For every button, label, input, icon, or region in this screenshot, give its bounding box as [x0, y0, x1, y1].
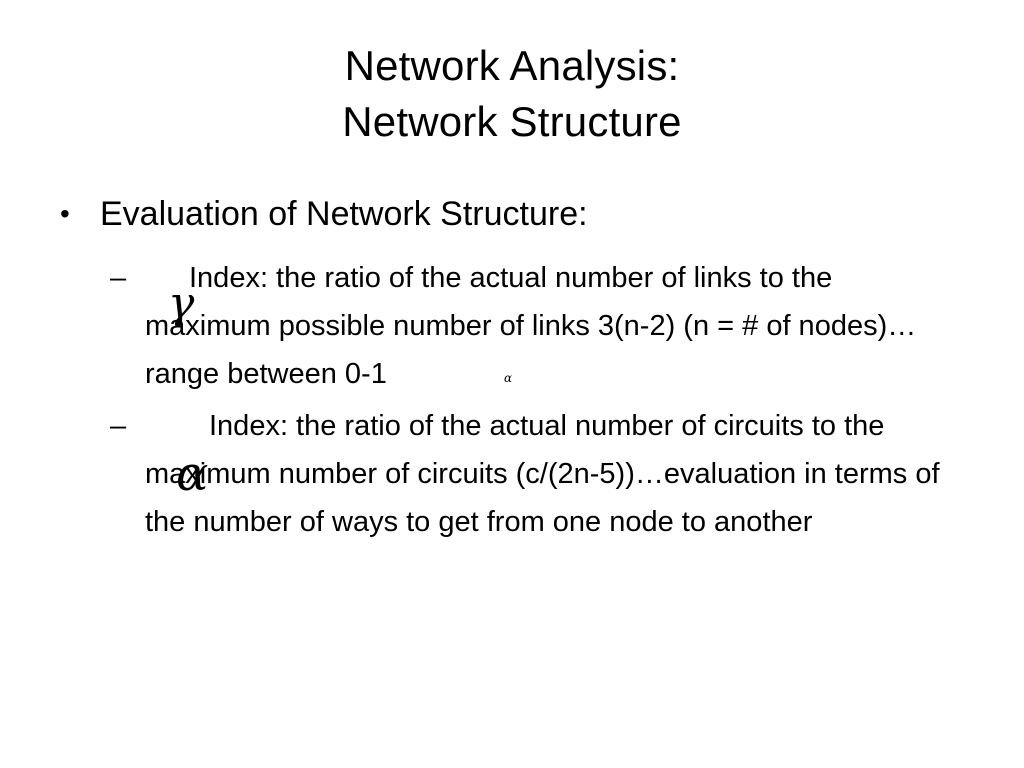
alpha-index-text: Index: the ratio of the actual number of… — [145, 410, 940, 538]
sub-bullet-alpha-index: – Index: the ratio of the actual number … — [110, 402, 950, 602]
sub-bullet-dash: – — [110, 262, 127, 294]
alpha-symbol: α — [176, 446, 209, 502]
slide-title: Network Analysis: Network Structure — [0, 38, 1024, 150]
bullet-text: Evaluation of Network Structure: — [100, 195, 588, 233]
sub-bullet-dash: – — [110, 410, 127, 442]
gamma-symbol: γ — [168, 278, 195, 329]
title-line-2: Network Structure — [342, 98, 682, 145]
title-line-1: Network Analysis: — [344, 42, 680, 89]
gamma-index-text: Index: the ratio of the actual number of… — [145, 262, 917, 390]
sub-bullet-text: Index: the ratio of the actual number of… — [145, 402, 965, 546]
sub-bullet-text: Index: the ratio of the actual number of… — [145, 254, 965, 398]
small-alpha-symbol: α — [504, 371, 513, 385]
bullet-marker: • — [60, 198, 70, 229]
sub-bullet-gamma-index: – Index: the ratio of the actual number … — [110, 254, 950, 404]
